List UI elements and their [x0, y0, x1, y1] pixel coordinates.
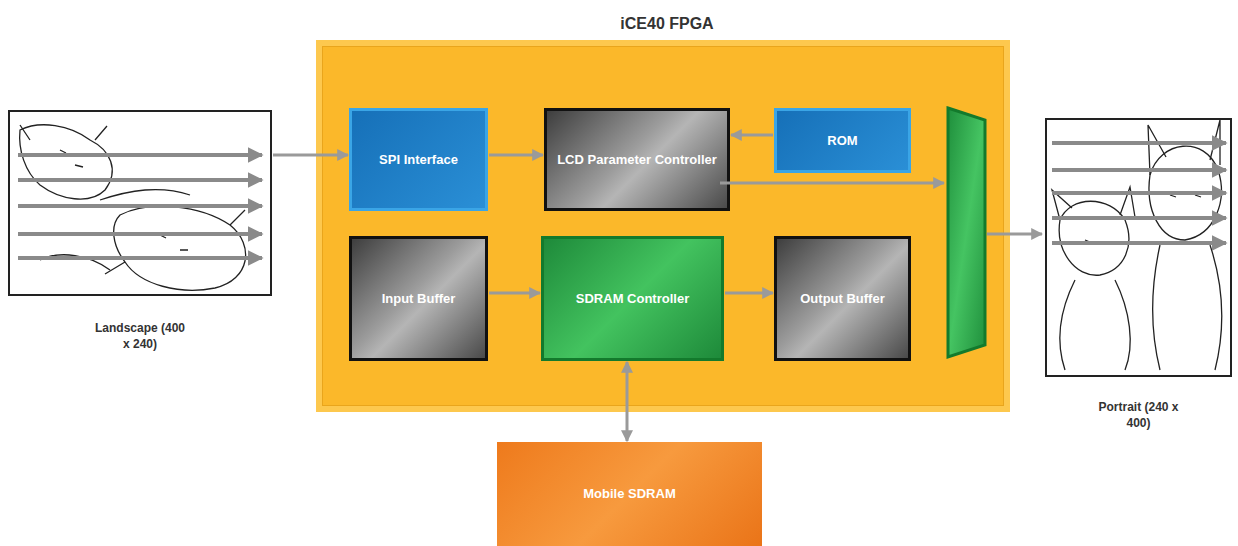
output-mux — [948, 108, 985, 357]
memory-box: ROM — [774, 108, 911, 173]
buffer-box: Input Buffer — [349, 236, 488, 361]
arrow-connector — [626, 362, 629, 441]
node-label: LCD Parameter Controller — [551, 152, 723, 168]
arrow-connector — [273, 154, 348, 157]
memory-chip: Mobile SDRAM — [497, 442, 762, 546]
controller-box: SDRAM Controller — [541, 236, 724, 361]
scan-arrows — [18, 155, 262, 258]
image-frame: Portrait (240 x 400) — [1045, 118, 1232, 377]
node-caption: Landscape (400 x 240) — [92, 320, 188, 352]
node-caption: iCE40 FPGA — [567, 14, 767, 34]
arrow-connector — [731, 134, 773, 137]
scan-arrows — [1052, 143, 1226, 243]
node-label: SDRAM Controller — [570, 291, 695, 307]
fpga-box: iCE40 FPGASPI InterfaceLCD Parameter Con… — [316, 40, 1010, 412]
arrow-connector — [489, 292, 540, 295]
node-label: ROM — [821, 133, 863, 149]
arrow-connector — [725, 292, 773, 295]
node-label: Mobile SDRAM — [577, 486, 681, 502]
wire — [987, 233, 1042, 236]
arrow-connector — [489, 154, 543, 157]
image-frame: Landscape (400 x 240) — [8, 110, 272, 296]
node-label: Output Buffer — [794, 291, 890, 307]
node-caption: Portrait (240 x 400) — [1091, 399, 1187, 431]
node-label: SPI Interface — [373, 152, 464, 168]
interface-box: SPI Interface — [349, 108, 488, 211]
node-label: Input Buffer — [376, 291, 462, 307]
buffer-box: Output Buffer — [774, 236, 911, 361]
controller-box: LCD Parameter Controller — [544, 108, 730, 211]
wire — [720, 182, 944, 185]
